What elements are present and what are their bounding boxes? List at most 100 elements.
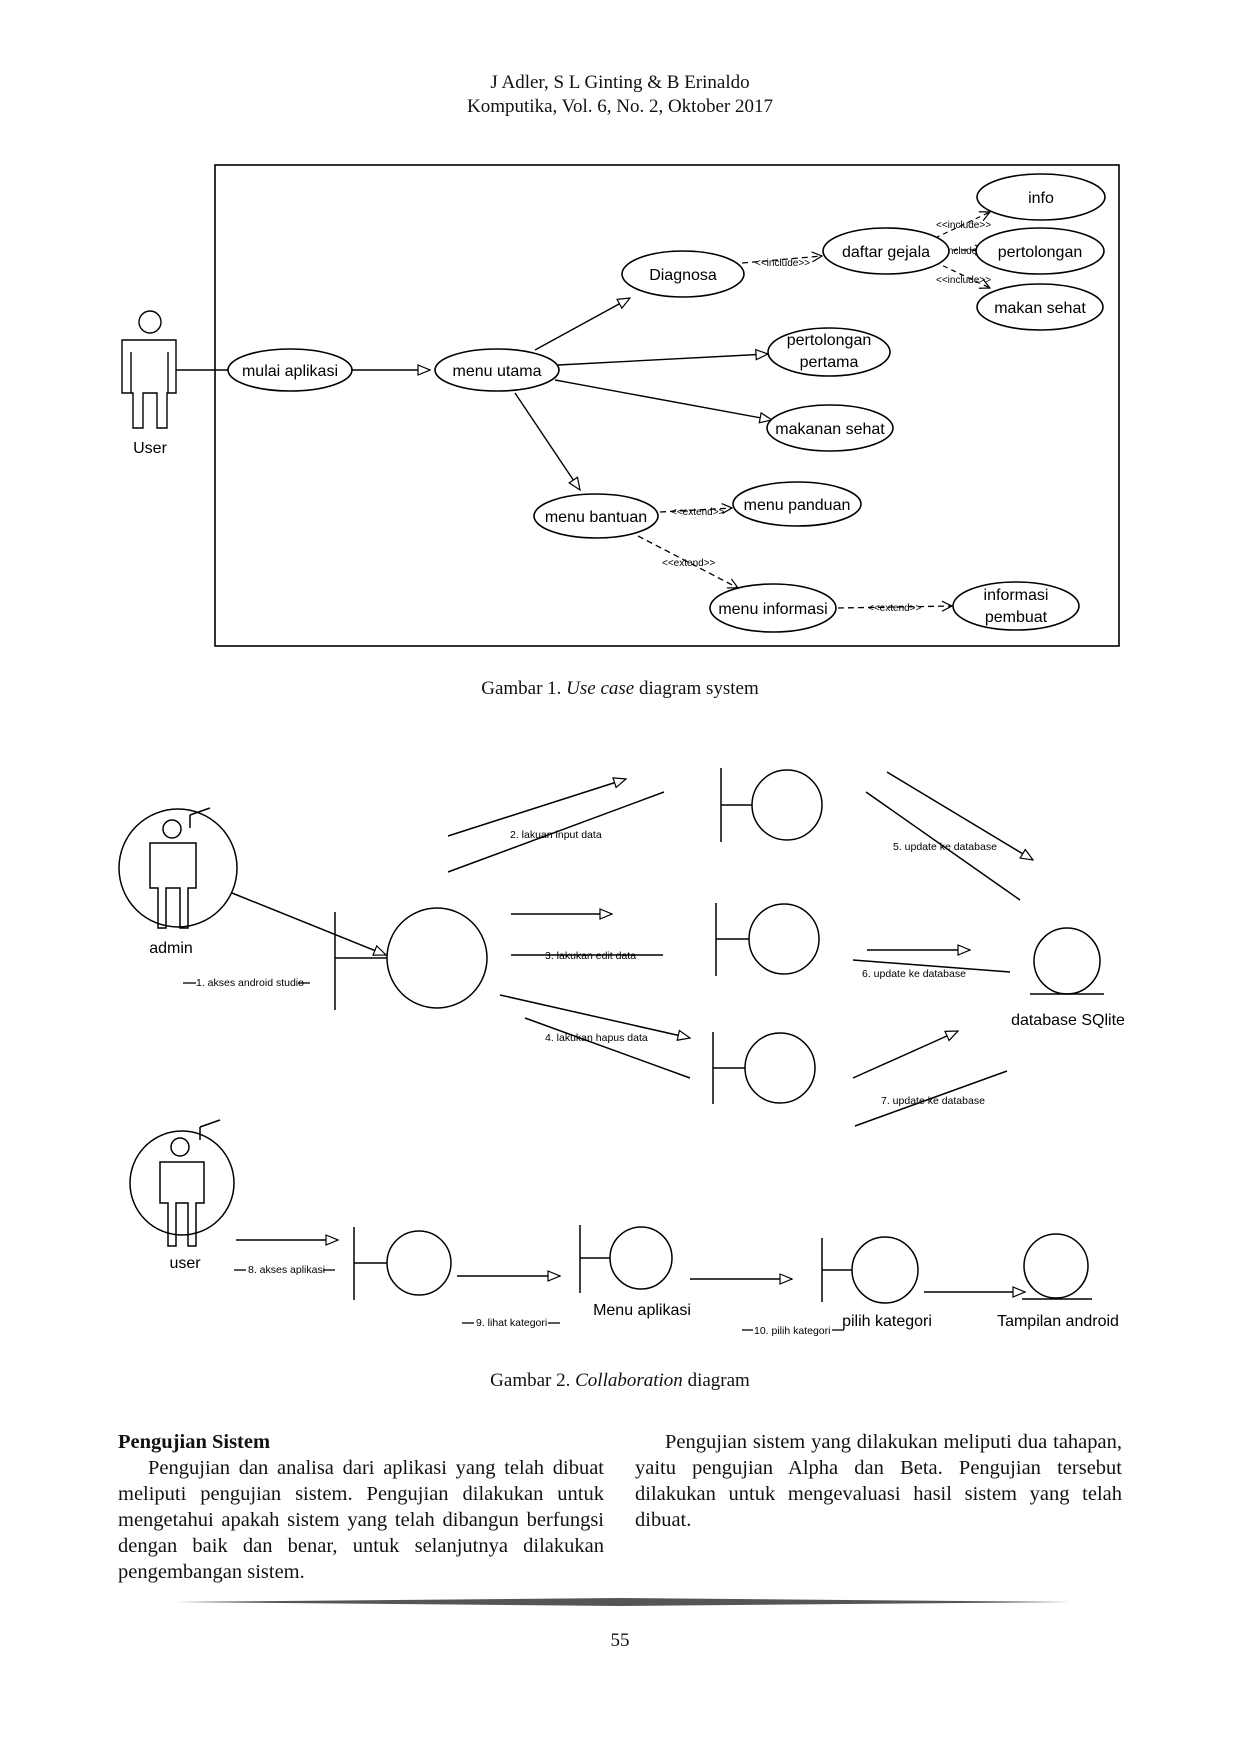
figure2-caption-italic: Collaboration: [575, 1370, 683, 1391]
footer-rule: [175, 1598, 1070, 1606]
msg-line-5a: [886, 771, 1033, 860]
label-extend-panduan: <<extend>>: [671, 507, 725, 518]
figure2-caption: Gambar 2. Collaboration diagram: [0, 1370, 1240, 1392]
figure2-caption-prefix: Gambar 2.: [490, 1370, 576, 1391]
msg-line-4b: [524, 1017, 691, 1079]
usecase-menu-utama: [434, 348, 560, 392]
menu-aplikasi-label: Menu aplikasi: [593, 1302, 691, 1319]
usecase-info: [976, 173, 1106, 221]
arrow-menu-makanan: [554, 379, 772, 420]
usecase-label-makanan-sehat: makanan sehat: [775, 421, 885, 438]
user-label: user: [169, 1255, 201, 1272]
label-extend-pembuat: <<extend>>: [868, 603, 922, 614]
usecase-label-informasi-2: pembuat: [985, 609, 1048, 626]
usecase-daftar-gejala: [822, 227, 950, 275]
msg-label-8: 8. akses aplikasi: [248, 1264, 325, 1276]
msg-label-1: 1. akses android studio: [196, 977, 304, 989]
user-boundary-object: [353, 1227, 452, 1300]
figure1-caption-italic: Use case: [566, 678, 635, 699]
admin-label: admin: [149, 940, 193, 957]
input-boundary-object: [720, 768, 823, 842]
edit-boundary-object: [715, 903, 820, 976]
extend-pembuat: [837, 606, 952, 608]
msg-line-7b: [854, 1070, 1008, 1127]
msg-label-4: 4. lakukan hapus data: [545, 1032, 648, 1044]
msg-label-6: 6. update ke database: [862, 968, 966, 980]
extend-panduan: [659, 508, 732, 512]
label-include-pertolongan: <<include>>: [934, 246, 989, 257]
msg-label-2: 2. lakuan input data: [510, 829, 602, 841]
extend-informasi: [637, 535, 738, 588]
arrow-menu-bantuan: [514, 392, 580, 490]
msg-label-9: 9. lihat kategori: [476, 1317, 547, 1329]
usecase-menu-panduan: [732, 481, 862, 527]
msg-label-7: 7. update ke database: [881, 1095, 985, 1107]
usecase-label-diagnosa: Diagnosa: [649, 267, 717, 284]
usecase-menu-bantuan: [533, 493, 659, 539]
usecase-mulai-aplikasi: [227, 348, 353, 392]
msg-line-2b: [447, 791, 665, 873]
arrow-menu-diagnosa: [534, 298, 630, 351]
main-boundary-object: [334, 907, 488, 1010]
label-include-info: <<include>>: [936, 220, 991, 231]
usecase-label-menu-informasi: menu informasi: [718, 601, 827, 618]
include-info: [934, 212, 990, 239]
usecase-label-pertolongan-1: pertolongan: [787, 332, 872, 349]
usecase-menu-informasi: [709, 583, 837, 633]
running-header-journal: Komputika, Vol. 6, No. 2, Oktober 2017: [467, 96, 773, 117]
usecase-pertolongan-pertama: [767, 327, 891, 377]
menu-aplikasi-object: [579, 1225, 673, 1293]
figure1-caption: Gambar 1. Use case diagram system: [0, 678, 1240, 700]
usecase-informasi-pembuat: [952, 581, 1080, 631]
usecase-pertolongan: [975, 227, 1105, 275]
usecase-label-menu-bantuan: menu bantuan: [545, 509, 647, 526]
usecase-label-info: info: [1028, 190, 1054, 207]
usecase-label-menu-utama: menu utama: [453, 363, 542, 380]
figure2-caption-suffix: diagram: [682, 1370, 750, 1391]
database-entity-icon: [1030, 927, 1104, 995]
system-boundary: [214, 164, 1120, 647]
msg-label-10: 10. pilih kategori: [754, 1325, 830, 1337]
msg-line-2a: [447, 779, 626, 837]
label-include-makan: <<include>>: [936, 275, 991, 286]
usecase-label-pertolongan-2: pertama: [800, 354, 859, 371]
collaboration-diagram: 1. akses android studio 2. lakuan input …: [118, 768, 1125, 1337]
msg-line-5b: [865, 791, 1021, 901]
include-diagnosa-daftar: [741, 256, 822, 264]
delete-boundary-object: [712, 1032, 816, 1104]
usecase-label-mulai: mulai aplikasi: [242, 363, 338, 380]
left-paragraph: Pengujian dan analisa dari aplikasi yang…: [118, 1457, 604, 1583]
left-column: Pengujian Sistem Pengujian dan analisa d…: [118, 1429, 604, 1585]
usecase-label-informasi-1: informasi: [984, 587, 1049, 604]
user-actor-icon: [129, 1119, 235, 1247]
pilih-kategori-object: [821, 1236, 919, 1304]
figure1-caption-suffix: diagram system: [634, 678, 759, 699]
include-makan-sehat: [934, 261, 990, 288]
usecase-makanan-sehat: [766, 404, 894, 452]
usecase-makan-sehat: [976, 283, 1104, 331]
tampilan-label: Tampilan android: [997, 1313, 1119, 1330]
running-header-authors: J Adler, S L Ginting & B Erinaldo: [490, 72, 750, 93]
section-heading: Pengujian Sistem: [118, 1431, 271, 1453]
label-extend-informasi: <<extend>>: [662, 558, 716, 569]
database-label: database SQlite: [1011, 1012, 1125, 1029]
usecase-label-pertolongan: pertolongan: [998, 244, 1083, 261]
page-number: 55: [610, 1630, 630, 1651]
link-admin-main: [231, 892, 386, 955]
msg-line-7a: [852, 1030, 958, 1079]
right-paragraph: Pengujian sistem yang dilakukan meliputi…: [635, 1431, 1122, 1531]
usecase-diagnosa: [621, 250, 745, 298]
usecase-label-makan-sehat: makan sehat: [994, 300, 1086, 317]
msg-label-3: 3. lakukan edit data: [545, 950, 636, 962]
label-include-diagnosa: <<include>>: [755, 258, 810, 269]
tampilan-entity-icon: [1022, 1233, 1092, 1300]
actor-user-icon: [121, 310, 177, 429]
usecase-label-menu-panduan: menu panduan: [744, 497, 851, 514]
admin-actor-icon: [118, 807, 238, 929]
use-case-diagram: User <<include>> <<include>> <<include>>…: [121, 164, 1120, 647]
actor-user-label: User: [133, 440, 167, 457]
pilih-kategori-label: pilih kategori: [842, 1313, 932, 1330]
usecase-label-daftar-gejala: daftar gejala: [842, 244, 930, 261]
msg-line-6b: [852, 959, 1011, 973]
